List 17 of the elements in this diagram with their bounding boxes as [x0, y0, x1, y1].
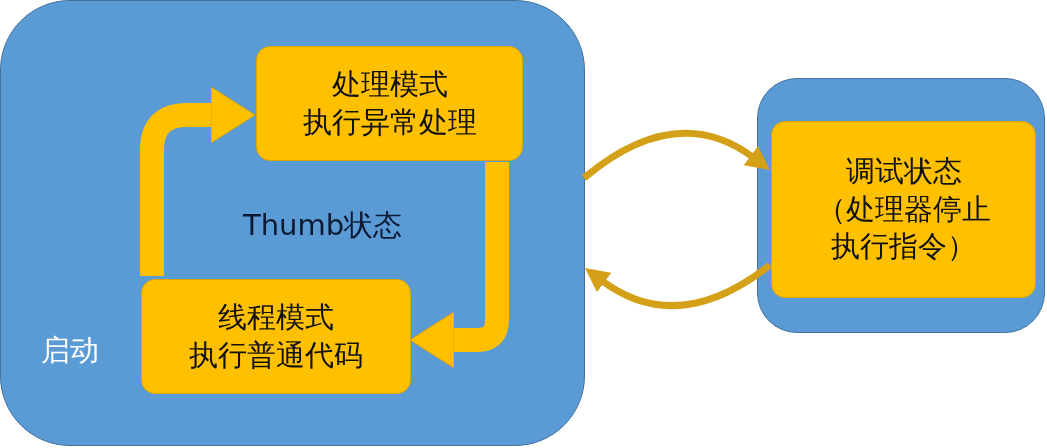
- thick-arrow: [140, 86, 256, 276]
- mode-box: [771, 121, 1036, 298]
- thick-arrow: [409, 162, 509, 369]
- state-panel: [757, 78, 1045, 333]
- state-title: Thumb状态: [241, 207, 404, 244]
- mode-text: 调试状态: [845, 152, 962, 190]
- mode-text: 执行普通代码: [189, 336, 363, 374]
- curved-arrow: [581, 129, 771, 181]
- state-panel: [0, 0, 585, 446]
- mode-text: 执行异常处理: [302, 103, 477, 141]
- mode-text: 处理模式: [331, 65, 448, 103]
- mode-text: （处理器停止执行指令）: [815, 190, 992, 266]
- curved-arrow: [584, 262, 773, 310]
- mode-box: [141, 279, 411, 394]
- mode-box: [256, 46, 523, 161]
- mode-text: 线程模式: [218, 298, 334, 336]
- start-label: 启动: [41, 332, 99, 369]
